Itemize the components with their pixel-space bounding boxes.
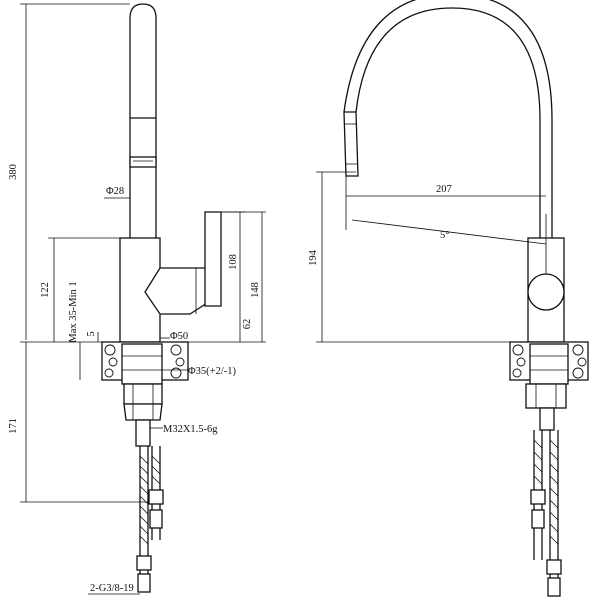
dim-122-label: 122 — [40, 282, 51, 298]
dim-deck-label: Max 35-Min 1 — [68, 281, 79, 342]
dim-380-label: 380 — [8, 164, 19, 180]
left-mounting-nut — [123, 383, 163, 405]
left-aerator — [129, 156, 157, 168]
left-hose-fitting-a — [136, 555, 152, 571]
right-front-view: 207 5° 194 — [308, 0, 589, 597]
dim-207-label: 207 — [436, 184, 452, 195]
dim-gap-label: 5 — [86, 331, 97, 336]
left-hose-braid — [139, 455, 161, 545]
right-spout-inner — [343, 0, 553, 238]
dim-hose-connection: 2-G3/8-19 — [90, 583, 134, 594]
right-hose-braid — [533, 439, 559, 545]
left-hose-nut-a — [137, 573, 151, 593]
left-side-view: 380 Φ28 122 Max 35-Min 1 5 Φ50 Φ35(+2/-1… — [8, 3, 266, 595]
dim-angle-line — [351, 219, 547, 245]
left-spout-lower — [129, 167, 157, 240]
left-deck-stones — [104, 344, 185, 379]
right-handle-knob — [527, 273, 565, 311]
left-hose-fitting-b — [148, 489, 164, 505]
dim-angle-label: 5° — [440, 230, 449, 241]
dim-148-label: 148 — [250, 282, 261, 298]
left-threaded-rod — [135, 419, 151, 447]
right-deck-stones — [512, 344, 587, 379]
right-hose-fitting-b — [546, 559, 562, 575]
right-hose-fitting-a — [530, 489, 546, 505]
dim-thread-label: M32X1.5-6g — [163, 424, 218, 435]
left-handle-cap — [204, 211, 222, 307]
left-mount-shank — [121, 343, 163, 385]
dim-body-diameter: Φ50 — [170, 331, 188, 342]
dim-62-label: 62 — [242, 319, 253, 330]
right-hose-nut-b — [547, 577, 561, 597]
right-spray-head — [343, 111, 359, 177]
right-mount-shank — [529, 343, 569, 385]
dim-hole-diameter: Φ35(+2/-1) — [188, 366, 237, 377]
left-nut-lower — [123, 403, 163, 421]
right-spout-outer — [355, 7, 541, 238]
right-mounting-nut — [525, 383, 567, 409]
right-hose-nut-a — [531, 509, 545, 529]
left-spout-tube — [129, 3, 157, 165]
right-threaded-rod — [539, 407, 555, 431]
dim-171-label: 171 — [8, 418, 19, 434]
dim-108-label: 108 — [228, 254, 239, 270]
dim-194-label: 194 — [308, 249, 319, 266]
left-hose-nut-b — [149, 509, 163, 529]
dim-spout-diameter: Φ28 — [106, 186, 124, 197]
